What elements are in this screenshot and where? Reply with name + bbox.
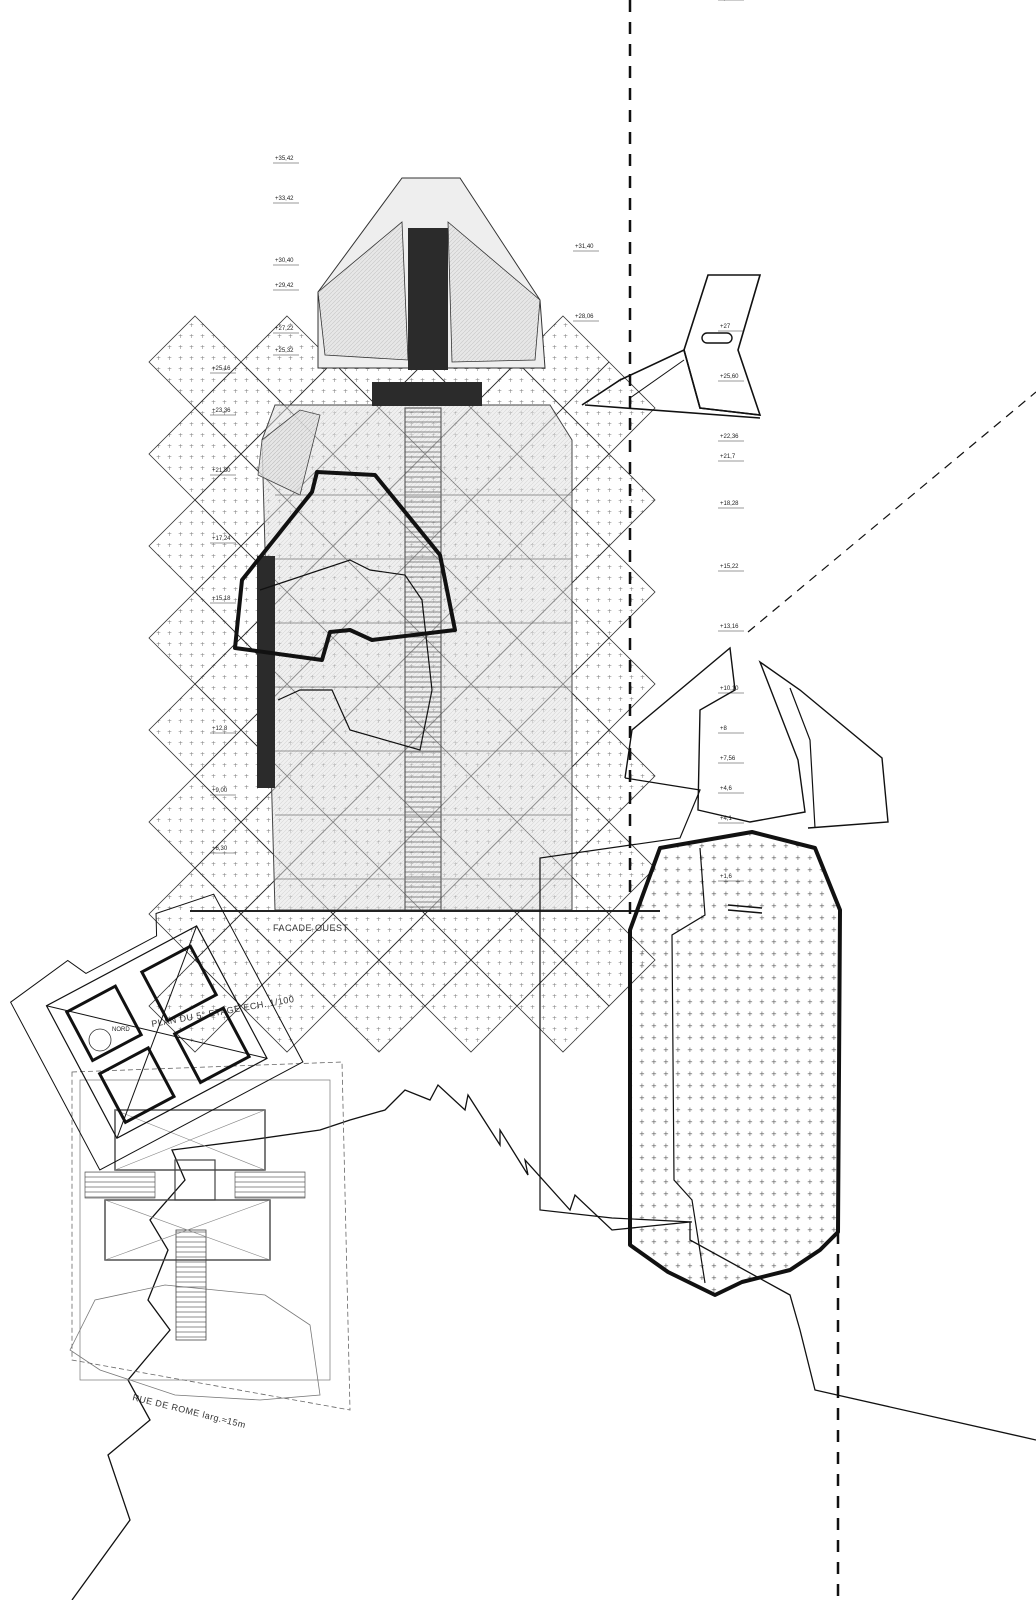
level-mark: +4,6 [720, 786, 733, 792]
elevation-building [190, 177, 660, 912]
level-annotations: +35,42 +33,42 +30,40 +29,42 +27,22 +25,32 +25,… [210, 0, 744, 882]
level-mark: +4,1 [720, 816, 733, 822]
level-mark: +9,00 [212, 788, 228, 794]
level-mark: +21,7 [720, 454, 736, 460]
level-mark: +12,8 [212, 726, 228, 732]
lattice-diamond [378, 913, 472, 1007]
level-mark: +6,30 [212, 846, 228, 852]
level-mark: +10,10 [720, 686, 739, 692]
elevation-floor-lines [275, 494, 572, 880]
left-vertical-dark-bar [257, 556, 275, 788]
level-mark: 0,00 [720, 0, 732, 2]
level-mark: +22,36 [720, 434, 739, 440]
elevation-caption: FACADE OUEST [273, 923, 349, 933]
level-mark: +15,22 [720, 564, 739, 570]
level-mark: +27 [720, 324, 731, 330]
level-mark: +29,42 [275, 283, 294, 289]
level-mark: +13,16 [720, 624, 739, 630]
level-mark: +18,28 [720, 501, 739, 507]
thin-overlay-outline [259, 559, 433, 751]
floor-plan-drawing [69, 1061, 351, 1411]
level-mark: +31,40 [575, 244, 594, 250]
capsule-inner-outline [671, 847, 706, 1284]
lattice-diamond [194, 913, 288, 1007]
level-mark: +23,36 [212, 408, 231, 414]
zigzag-line [71, 1083, 1036, 1600]
floating-chair-shape [581, 274, 762, 419]
crown-base-band-dark [372, 382, 482, 406]
lattice-diamond [286, 913, 380, 1007]
crown-right-facet [447, 221, 541, 363]
diagonal-dashed-guide [747, 391, 1036, 633]
level-mark: +33,42 [275, 196, 294, 202]
level-mark: +25,16 [212, 366, 231, 372]
level-mark: +35,42 [275, 156, 294, 162]
level-mark: +25,60 [720, 374, 739, 380]
level-mark: +21,30 [212, 468, 231, 474]
capsule-mark-2 [727, 909, 763, 914]
north-caption: NORD [112, 1027, 130, 1033]
left-wing-shoulder [257, 409, 321, 496]
level-mark: +30,40 [275, 258, 294, 264]
level-mark: +17,24 [212, 536, 231, 542]
central-stair-column [404, 407, 442, 911]
crown-spine-dark [408, 228, 448, 370]
level-mark: +7,56 [720, 756, 736, 762]
level-mark: +27,22 [275, 326, 294, 332]
level-mark: +8 [720, 726, 728, 732]
plan-site-boundary [71, 1061, 351, 1411]
rotated-bold-plan [9, 893, 304, 1171]
level-mark: +28,06 [575, 314, 594, 320]
bold-irregular-outline [233, 470, 457, 662]
capsule-mark [727, 904, 763, 909]
north-arrow-circle [88, 1028, 112, 1052]
right-dotted-capsule [628, 830, 842, 1297]
level-mark: +15,18 [212, 596, 231, 602]
level-mark: +25,32 [275, 348, 294, 354]
shard-cluster [539, 646, 889, 1223]
